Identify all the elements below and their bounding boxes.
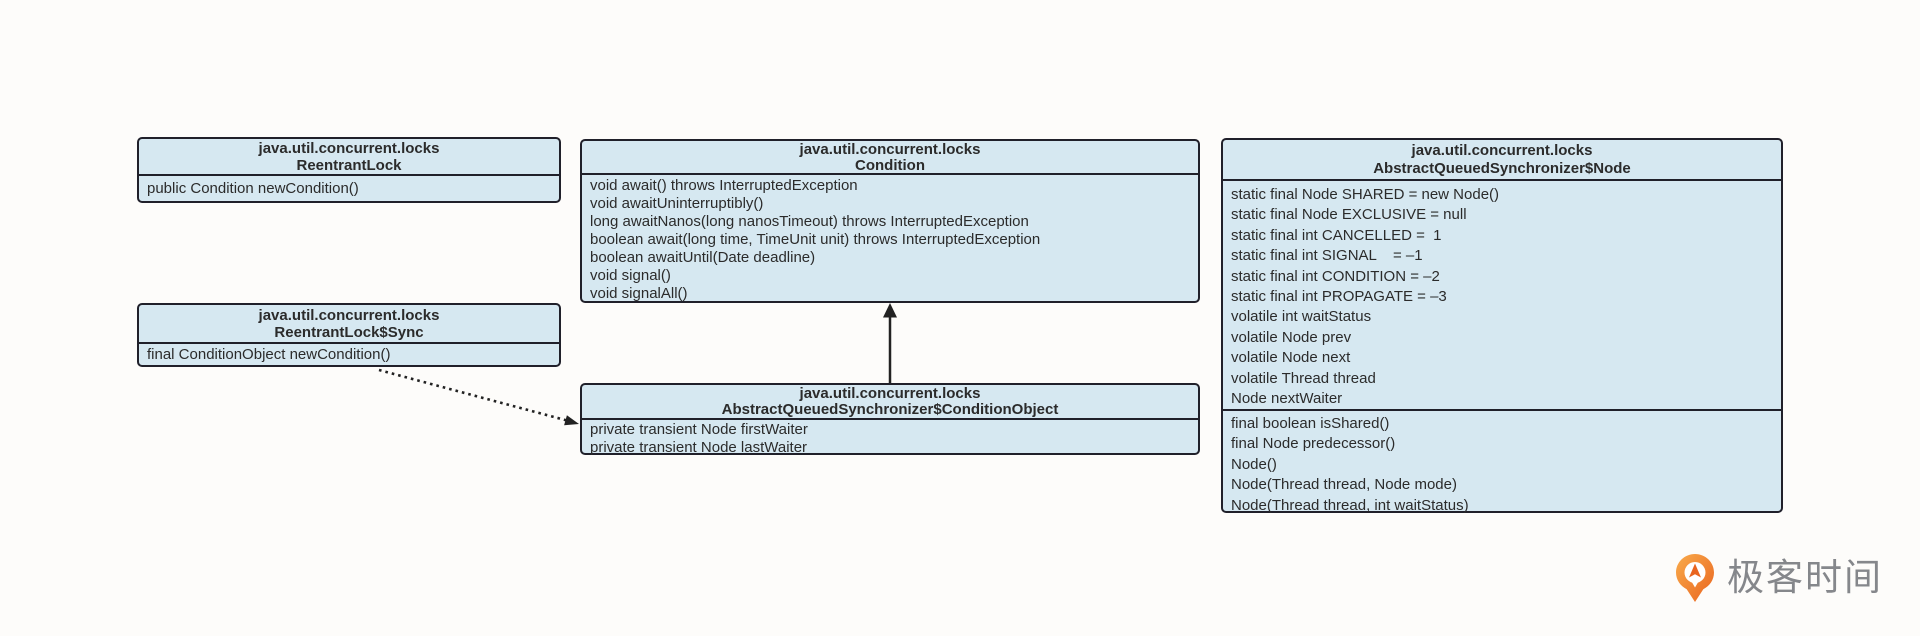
field-line: volatile Node next [1231, 349, 1351, 367]
package-name: java.util.concurrent.locks [799, 141, 981, 158]
class-name: AbstractQueuedSynchronizer$ConditionObje… [721, 401, 1059, 418]
field-line: private transient Node lastWaiter [590, 438, 808, 456]
geektime-logo-text: 极客时间 [1727, 557, 1883, 598]
field-line: volatile Thread thread [1231, 369, 1376, 387]
class-box-reentrantlock-sync: java.util.concurrent.locks ReentrantLock… [137, 303, 561, 367]
inheritance-arrow [883, 303, 897, 383]
class-name: ReentrantLock$Sync [274, 323, 424, 341]
class-box-reentrantlock: java.util.concurrent.locks ReentrantLock… [137, 137, 561, 203]
field-line: static final int CONDITION = –2 [1231, 267, 1440, 285]
method-line: Node(Thread thread, Node mode) [1231, 476, 1457, 494]
field-line: static final int CANCELLED = 1 [1231, 226, 1442, 244]
class-header: java.util.concurrent.locks AbstractQueue… [1223, 140, 1781, 181]
method-line: void signalAll() [590, 285, 688, 302]
class-box-condition: java.util.concurrent.locks Condition voi… [580, 139, 1200, 303]
field-line: static final int PROPAGATE = –3 [1231, 288, 1447, 306]
method-line: final ConditionObject newCondition() [147, 346, 391, 363]
methods-section: final ConditionObject newCondition() [139, 344, 559, 365]
geektime-pin-icon [1676, 554, 1714, 602]
method-line: void await() throws InterruptedException [590, 177, 858, 194]
field-line: volatile int waitStatus [1231, 308, 1372, 326]
methods-section: void await() throws InterruptedException… [582, 175, 1198, 303]
field-line: static final int SIGNAL = –1 [1231, 247, 1423, 265]
class-box-aqs-node: java.util.concurrent.locks AbstractQueue… [1221, 138, 1783, 515]
method-line: boolean awaitUntil(Date deadline) [590, 249, 816, 266]
class-header: java.util.concurrent.locks Condition [582, 141, 1198, 175]
class-name: AbstractQueuedSynchronizer$Node [1373, 160, 1631, 177]
geektime-logo: 极客时间 [1675, 553, 1883, 603]
field-line: private transient Node firstWaiter [590, 421, 808, 438]
class-box-conditionobject: java.util.concurrent.locks AbstractQueue… [580, 383, 1200, 456]
method-line: boolean await(long time, TimeUnit unit) … [590, 231, 1041, 248]
field-line: static final Node SHARED = new Node() [1231, 186, 1500, 203]
class-header: java.util.concurrent.locks ReentrantLock [139, 139, 559, 176]
method-line: public Condition newCondition() [147, 180, 359, 197]
class-header: java.util.concurrent.locks AbstractQueue… [582, 385, 1198, 420]
field-line: volatile Node prev [1231, 328, 1352, 346]
package-name: java.util.concurrent.locks [799, 385, 981, 402]
package-name: java.util.concurrent.locks [258, 307, 440, 324]
package-name: java.util.concurrent.locks [258, 140, 440, 157]
method-line: final boolean isShared() [1231, 415, 1390, 432]
field-line: Node nextWaiter [1231, 390, 1343, 408]
method-line: void signal() [590, 267, 671, 284]
class-header: java.util.concurrent.locks ReentrantLock… [139, 305, 559, 344]
method-line: void awaitUninterruptibly() [590, 195, 764, 212]
method-line: Node() [1231, 455, 1277, 473]
fields-section: private transient Node firstWaiter priva… [582, 420, 1198, 456]
field-line: static final Node EXCLUSIVE = null [1231, 206, 1467, 224]
method-line: Node(Thread thread, int waitStatus) [1231, 496, 1469, 514]
methods-section: final boolean isShared() final Node pred… [1223, 409, 1781, 515]
class-name: Condition [855, 156, 925, 174]
class-name: ReentrantLock [296, 156, 402, 174]
fields-section: static final Node SHARED = new Node() st… [1223, 181, 1781, 409]
package-name: java.util.concurrent.locks [1411, 142, 1593, 159]
dependency-arrow [378, 368, 579, 426]
method-line: final Node predecessor() [1231, 435, 1396, 453]
methods-section: public Condition newCondition() [139, 176, 559, 201]
method-line: long awaitNanos(long nanosTimeout) throw… [590, 213, 1029, 230]
